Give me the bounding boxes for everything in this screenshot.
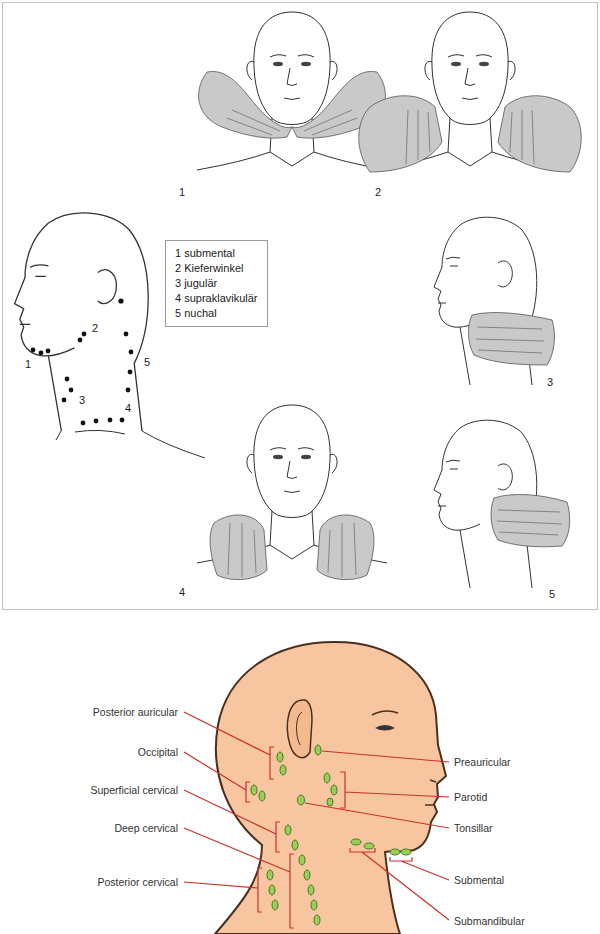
eye (375, 725, 395, 731)
front-head (197, 12, 387, 170)
palpation-figure (197, 12, 387, 170)
hand (210, 515, 267, 580)
head-illustration (184, 642, 449, 934)
callout-number: 1 (179, 186, 185, 199)
callout-number: 2 (92, 322, 98, 335)
palpation-figure (197, 405, 387, 580)
panel-frame (3, 3, 598, 610)
legend-entry: 1 submental (175, 246, 258, 261)
callout-number: 5 (549, 588, 555, 601)
callout-number: 2 (375, 186, 381, 199)
legend-entry: 3 jugulär (175, 276, 258, 291)
callout-number: 3 (79, 394, 85, 407)
legend-entry: 2 Kieferwinkel (175, 261, 258, 276)
node-group-label: Posterior cervical (97, 876, 178, 889)
callout-number: 1 (25, 358, 31, 371)
palpation-figure (434, 217, 554, 385)
node-group-label: Posterior auricular (93, 706, 178, 719)
legend-box: 1 submental2 Kieferwinkel3 jugulär4 supr… (165, 240, 268, 327)
legend-entry: 4 supraklavikulär (175, 291, 258, 306)
node-group-label: Preauricular (454, 756, 511, 769)
ear (287, 700, 312, 758)
lymph-node (251, 745, 411, 925)
hand (359, 96, 442, 172)
hand (468, 313, 554, 365)
callout-number: 4 (179, 586, 185, 599)
callout-number: 5 (144, 356, 150, 369)
hand (317, 515, 374, 580)
leader-line (184, 712, 449, 928)
node-group-label: Submandibular (454, 915, 525, 928)
node-group-label: Submental (454, 874, 504, 887)
node-group-label: Tonsillar (454, 822, 493, 835)
node-group-label: Deep cervical (114, 822, 178, 835)
palpation-figure (359, 12, 582, 172)
callout-number: 4 (125, 402, 131, 415)
node-group-label: Superficial cervical (90, 784, 178, 797)
hand (498, 96, 581, 172)
node-group-label: Parotid (454, 791, 487, 804)
callout-number: 3 (547, 376, 553, 389)
node-group-label: Occipital (138, 746, 178, 759)
palpation-figure (434, 420, 570, 588)
hand (199, 71, 292, 138)
node-dot (31, 298, 134, 425)
legend-entry: 5 nuchal (175, 306, 258, 321)
profile-head (15, 213, 149, 431)
hand (491, 495, 570, 547)
